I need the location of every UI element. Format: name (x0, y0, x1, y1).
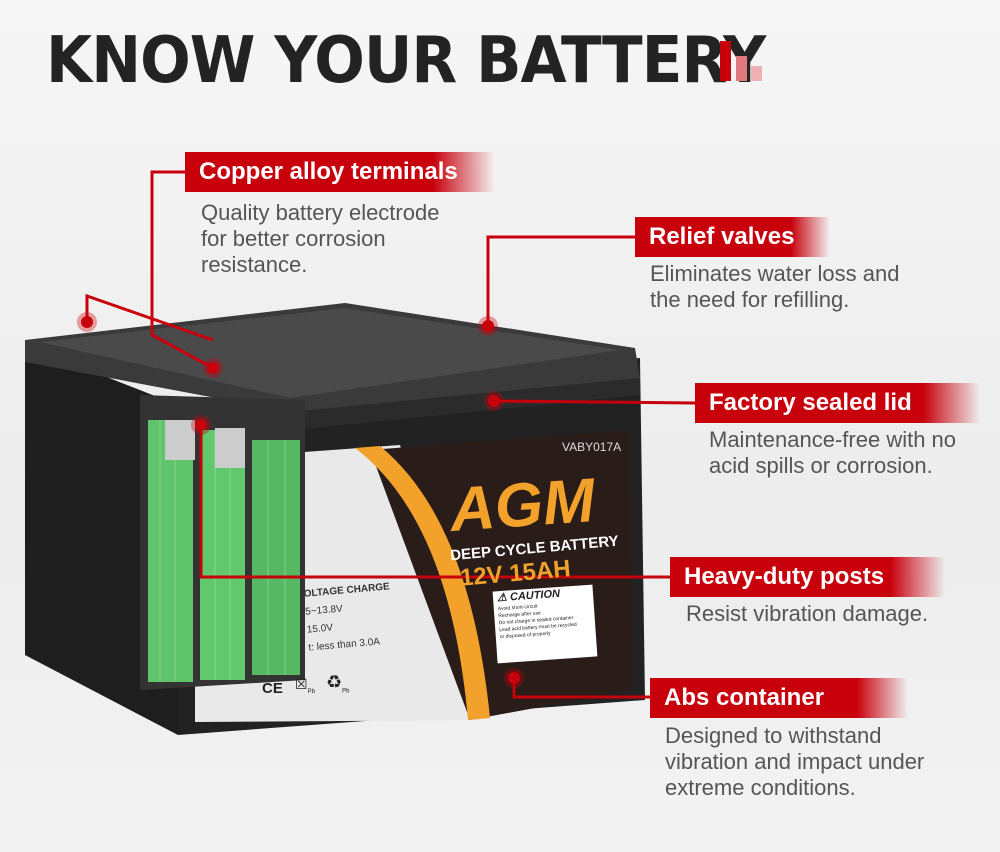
desc-line: the need for refilling. (650, 287, 850, 312)
desc-line: Designed to withstand (665, 723, 882, 748)
desc-line: Quality battery electrode (201, 200, 440, 225)
page-title: KNOW YOUR BATTERY (46, 24, 766, 98)
callout-relief-valves: Relief valves (635, 217, 830, 257)
callout-heavy-duty-posts: Heavy-duty posts (670, 557, 945, 597)
callout-posts-desc: Resist vibration damage. (686, 601, 928, 627)
callout-lid-desc: Maintenance-free with no acid spills or … (709, 427, 956, 479)
pb-text: Pb (307, 688, 315, 695)
recycle-icon: ♻Pb (326, 672, 350, 695)
desc-line: Maintenance-free with no (709, 427, 957, 452)
charge-info: OLTAGE CHARGE 5~13.8V 15.0V t: less than… (303, 578, 395, 657)
ce-mark: CE (262, 680, 283, 697)
caution-label: ⚠ CAUTION Avoid short-circuit Recharge a… (492, 584, 598, 664)
battery-type: AGM (447, 466, 597, 545)
pb-text: Pb (342, 688, 350, 695)
callout-sealed-lid: Factory sealed lid (695, 383, 980, 423)
title-bars-icon (720, 40, 765, 81)
desc-line: for better corrosion (201, 226, 386, 251)
desc-line: Resist vibration damage. (686, 601, 929, 626)
bin-pb-mark: ☒Pb (295, 676, 315, 695)
desc-line: vibration and impact under (665, 749, 925, 774)
desc-line: Eliminates water loss and (650, 261, 900, 286)
callout-copper-terminals: Copper alloy terminals (185, 152, 495, 192)
callout-abs-desc: Designed to withstand vibration and impa… (665, 723, 924, 801)
battery-model: VABY017A (562, 440, 622, 454)
desc-line: extreme conditions. (665, 775, 856, 800)
callout-abs-container: Abs container (650, 678, 908, 718)
desc-line: acid spills or corrosion. (709, 453, 933, 478)
callout-copper-desc: Quality battery electrode for better cor… (201, 200, 439, 278)
desc-line: resistance. (201, 252, 308, 277)
callout-relief-desc: Eliminates water loss and the need for r… (650, 261, 899, 313)
